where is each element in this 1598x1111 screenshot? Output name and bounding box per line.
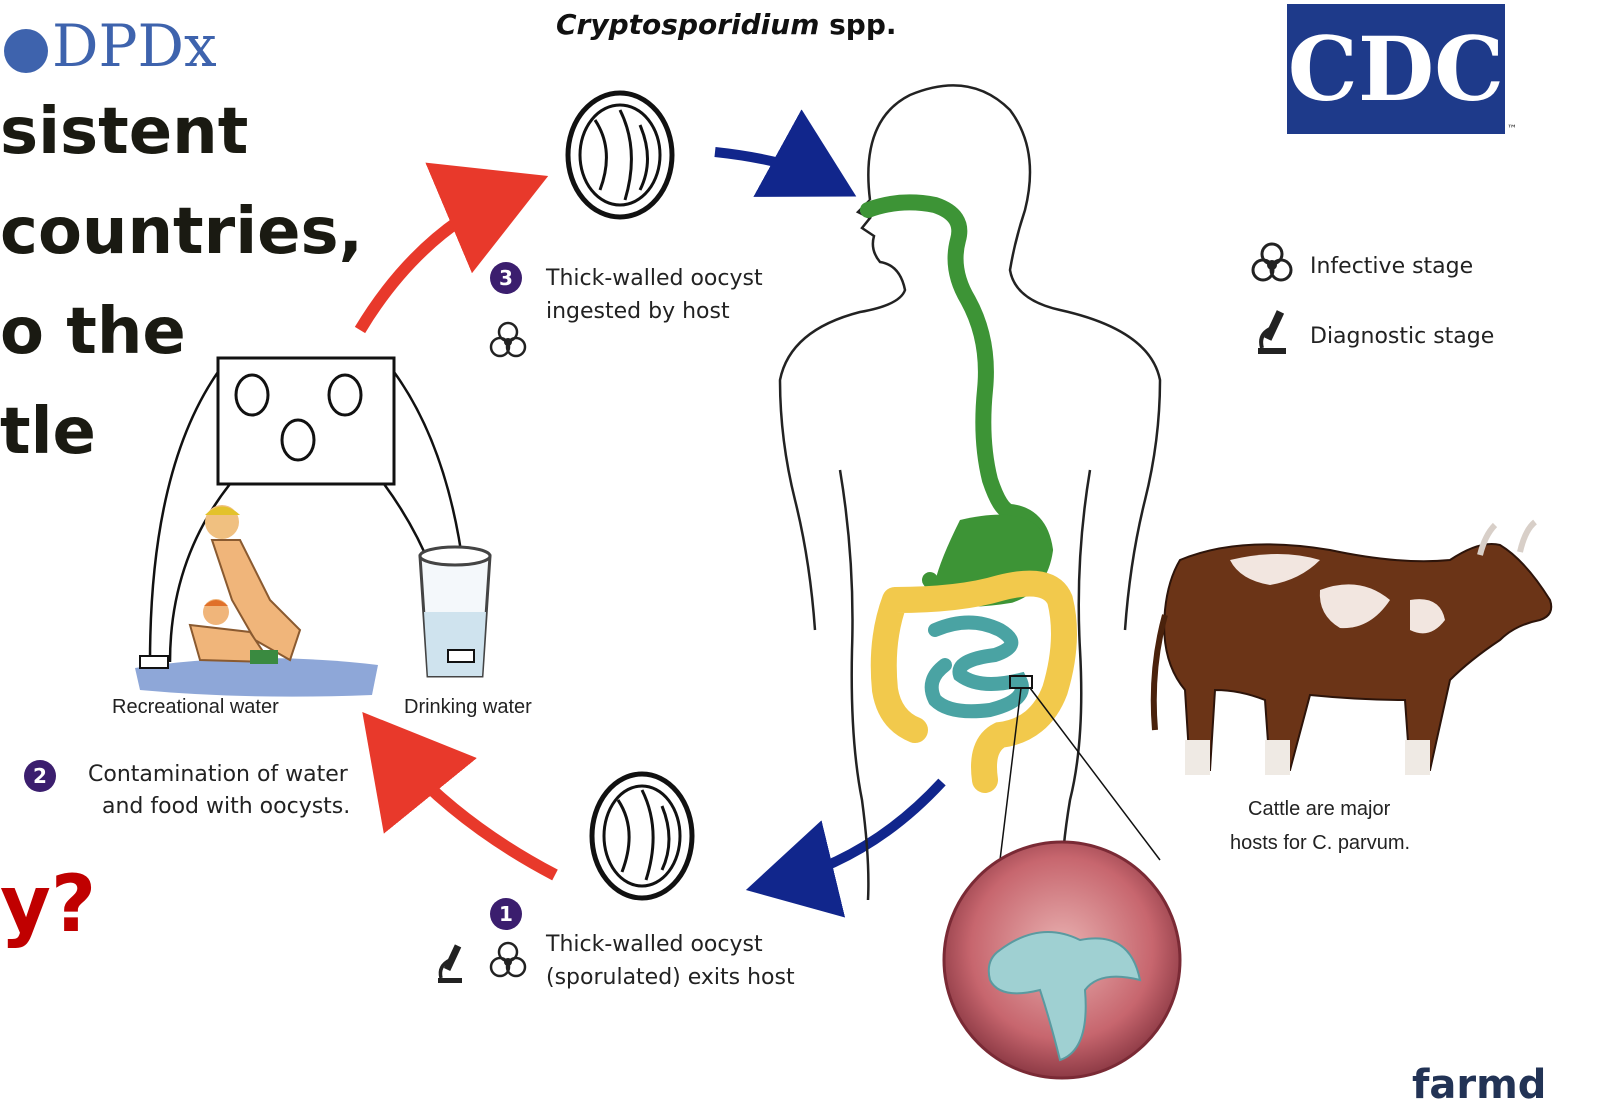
oocyst-micrograph bbox=[944, 842, 1180, 1078]
arrow-exits-host bbox=[775, 782, 942, 883]
cdc-logo-text: CDC bbox=[1288, 17, 1504, 121]
diagram-title-suffix: spp. bbox=[819, 8, 896, 41]
human-host-outline bbox=[780, 85, 1160, 900]
step1-biohazard-icon bbox=[491, 943, 525, 976]
cattle-illustration bbox=[1154, 522, 1552, 775]
legend-diagnostic-label: Diagnostic stage bbox=[1310, 320, 1494, 353]
step2-line2: and food with oocysts. bbox=[102, 790, 350, 823]
step3-line2: ingested by host bbox=[546, 295, 730, 328]
biohazard-icon bbox=[1253, 244, 1291, 280]
step3-line1: Thick-walled oocyst bbox=[546, 262, 763, 295]
recreational-water-illustration bbox=[135, 505, 378, 697]
arrow-to-host-mouth bbox=[715, 152, 830, 182]
cdc-trademark: ™ bbox=[1507, 124, 1517, 135]
step1-badge: 1 bbox=[490, 898, 522, 930]
oocyst-exits-icon bbox=[592, 774, 692, 898]
cattle-caption-line2: hosts for C. parvum. bbox=[1230, 828, 1410, 858]
drinking-water-glass bbox=[420, 547, 490, 676]
step1-line2: (sporulated) exits host bbox=[546, 961, 795, 994]
diagram-title-genus: Cryptosporidium bbox=[556, 8, 819, 41]
arrow-to-ingestion bbox=[360, 190, 515, 330]
oocyst-ingested-icon bbox=[568, 93, 672, 217]
recreational-water-label: Recreational water bbox=[112, 692, 279, 722]
step2-badge: 2 bbox=[24, 760, 56, 792]
cattle-caption-line1: Cattle are major bbox=[1248, 794, 1390, 824]
arrow-to-contamination bbox=[385, 740, 555, 875]
step1-line1: Thick-walled oocyst bbox=[546, 928, 763, 961]
step1-microscope-icon bbox=[438, 944, 462, 983]
step3-biohazard-icon bbox=[491, 323, 525, 356]
cdc-logo: CDC bbox=[1287, 4, 1505, 134]
step2-line1: Contamination of water bbox=[88, 758, 348, 791]
step3-badge: 3 bbox=[490, 262, 522, 294]
farm-logo: farmd bbox=[1412, 1062, 1546, 1108]
legend-infective-label: Infective stage bbox=[1310, 250, 1473, 283]
drinking-water-label: Drinking water bbox=[404, 692, 532, 722]
diagram-title: Cryptosporidium spp. bbox=[556, 8, 897, 41]
microscope-icon bbox=[1258, 310, 1286, 354]
gi-tract bbox=[868, 202, 1160, 860]
water-source-inset bbox=[150, 358, 470, 662]
